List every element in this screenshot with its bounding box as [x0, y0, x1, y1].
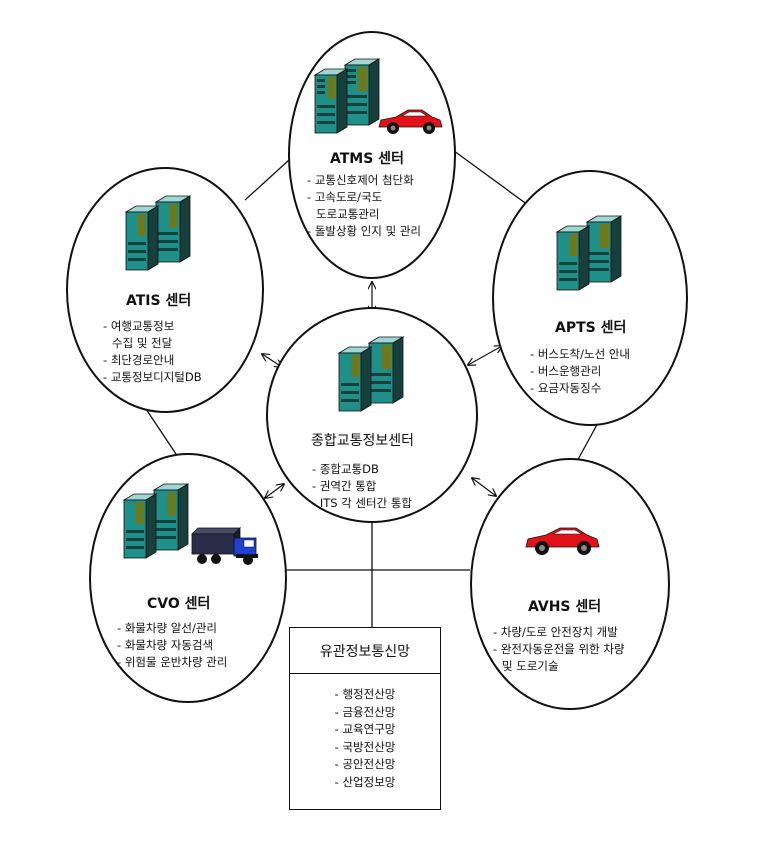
node-cvo-list: 화물차량 알선/관리 화물차량 자동검색 위험물 운반차량 관리 — [117, 620, 228, 671]
list-item: 차량/도로 안전장치 개발 — [493, 624, 625, 641]
list-item: 수집 및 전달 — [112, 336, 173, 350]
list-item: 최단경로안내 — [103, 352, 202, 369]
node-apts-list: 버스도착/노선 안내 버스운행관리 요금자동징수 — [530, 346, 630, 397]
node-avhs-list: 차량/도로 안전장치 개발 완전자동운전을 위한 차량 및 도로기술 — [493, 624, 625, 675]
list-item: 위험물 운반차량 관리 — [117, 654, 228, 671]
truck-icon — [191, 527, 258, 565]
list-item: 완전자동운전을 위한 차량 — [493, 641, 625, 658]
list-item: 고속도로/국도 — [307, 189, 421, 206]
list-item: 교통신호제어 첨단화 — [307, 172, 421, 189]
list-item: 국방전산망 — [290, 739, 440, 757]
list-item: 교통정보디지털DB — [103, 369, 202, 386]
list-item: 행정전산망 — [290, 686, 440, 704]
arrow-center-apts — [468, 346, 502, 365]
list-item: 화물차량 자동검색 — [117, 637, 227, 654]
network-list: 행정전산망 금융전산망 교육연구망 국방전산망 공안전산망 산업정보망 — [290, 674, 440, 791]
list-item: 버스도착/노선 안내 — [530, 346, 630, 363]
server-icon — [124, 195, 192, 271]
list-item: 및 도로기술 — [502, 659, 559, 673]
node-center-title: 종합교통정보센터 — [311, 433, 415, 449]
server-icon — [122, 483, 190, 559]
red-car-icon — [378, 109, 443, 134]
node-atis-list: 여행교통정보 수집 및 전달 최단경로안내 교통정보디지털DB — [103, 318, 202, 386]
node-cvo-title: CVO 센터 — [147, 596, 211, 612]
node-apts-title: APTS 센터 — [555, 320, 627, 336]
node-atis-circle — [66, 167, 264, 413]
list-item: 요금자동징수 — [530, 380, 630, 397]
server-icon — [313, 58, 381, 134]
list-item: 산업정보망 — [290, 774, 440, 792]
list-item: 도로교통관리 — [316, 207, 380, 221]
red-car-icon — [525, 527, 600, 555]
node-avhs-title: AVHS 센터 — [528, 599, 602, 615]
server-icon-back — [343, 58, 381, 126]
server-icon — [555, 215, 623, 291]
list-item: 교육연구망 — [290, 721, 440, 739]
list-item: 화물차량 알선/관리 — [117, 620, 227, 637]
list-item: 여행교통정보 — [103, 318, 202, 335]
node-atms-list: 교통신호제어 첨단화 고속도로/국도 도로교통관리 돌발상황 인지 및 관리 — [307, 172, 421, 240]
server-icon-front — [313, 68, 349, 134]
arrow-center-avhs — [472, 478, 496, 496]
arrow-center-cvo — [265, 484, 284, 498]
network-title: 유관정보통신망 — [290, 628, 440, 674]
network-box: 유관정보통신망 행정전산망 금융전산망 교육연구망 국방전산망 공안전산망 산업… — [289, 627, 441, 810]
list-item: ITS 각 센터간 통합 — [312, 495, 412, 512]
node-atis-title: ATIS 센터 — [126, 293, 192, 309]
line-atms-apts — [449, 147, 529, 206]
node-atms-title: ATMS 센터 — [330, 151, 404, 167]
list-item: 권역간 통합 — [312, 478, 412, 495]
server-icon — [337, 336, 405, 412]
list-item: 종합교통DB — [312, 461, 412, 478]
node-center-list: 종합교통DB 권역간 통합 ITS 각 센터간 통합 — [312, 461, 412, 512]
list-item: 버스운행관리 — [530, 363, 630, 380]
list-item: 돌발상황 인지 및 관리 — [307, 223, 421, 240]
list-item: 공안전산망 — [290, 756, 440, 774]
list-item: 금융전산망 — [290, 704, 440, 722]
